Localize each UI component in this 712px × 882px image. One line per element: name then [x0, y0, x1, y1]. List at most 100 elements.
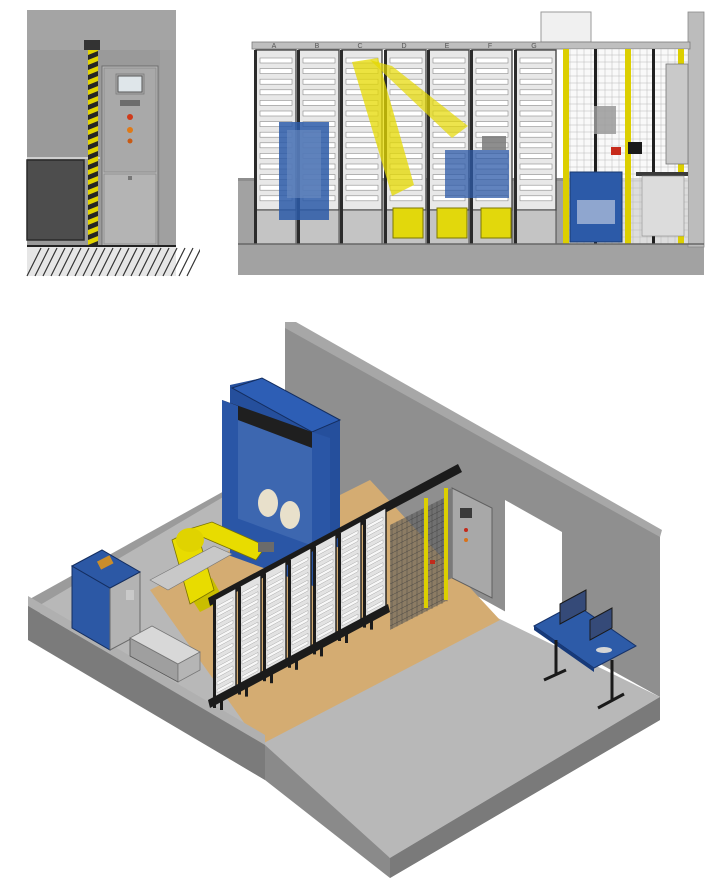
iso-fence-wire — [389, 560, 449, 591]
rack-drawer — [302, 78, 336, 85]
hatch-line — [170, 247, 186, 277]
iso-rack-drawer — [241, 652, 259, 665]
hazard-post — [88, 48, 98, 246]
rack-drawer — [519, 195, 553, 202]
rack-drawer — [302, 89, 336, 96]
top-rail — [251, 41, 691, 50]
floor-slab-right — [390, 697, 660, 878]
hazard-stripe — [88, 216, 98, 225]
hazard-stripe — [88, 186, 98, 195]
hazard-stripe — [88, 156, 98, 165]
rack-column — [514, 49, 557, 245]
iso-rack-upright — [213, 600, 216, 708]
hatch-line — [162, 247, 178, 277]
iso-rack-drawer — [216, 604, 234, 618]
black-box — [628, 142, 642, 154]
rack-drawer — [475, 100, 509, 106]
rack-drawer — [519, 184, 553, 191]
rack-upright — [340, 50, 343, 244]
rack-drawer — [519, 153, 553, 159]
rack-drawer — [259, 57, 293, 64]
iso-rack-drawer — [266, 570, 284, 583]
rack-column-label: A — [272, 43, 277, 50]
press-frame-column-left — [222, 400, 238, 540]
iso-rack-drawer — [266, 600, 284, 614]
hatch-line — [154, 247, 170, 277]
rack-drawer — [519, 100, 553, 106]
hazard-stripe — [88, 226, 98, 235]
iso-rack-upright — [238, 586, 241, 695]
amber-button — [127, 138, 133, 144]
iso-rack-drawer — [366, 554, 384, 568]
cell-cabinet-window — [577, 200, 615, 224]
rack-drawer — [475, 121, 509, 127]
iso-rack-drawer — [241, 629, 259, 642]
iso-fence-wire — [389, 596, 449, 627]
robot-arm-upper — [370, 60, 468, 138]
iso-rack-drawer — [316, 558, 334, 572]
hatch-line — [106, 247, 122, 277]
iso-rack-drawer — [316, 566, 334, 579]
iso-rack-drawer — [316, 543, 334, 556]
iso-rack-upright — [313, 546, 316, 655]
iso-rack-drawer — [241, 591, 259, 604]
rack-column-label: G — [531, 43, 536, 50]
iso-rack-drawer — [241, 598, 259, 612]
iso-rack-drawer — [341, 590, 359, 604]
hatch-line — [74, 247, 90, 277]
rack-drawer — [302, 68, 336, 74]
side-monitor — [665, 63, 689, 165]
iso-rack-drawer — [366, 539, 384, 552]
floor-hatch — [26, 247, 200, 277]
chiller-side — [177, 651, 201, 683]
iso-rack-drawer — [266, 638, 284, 652]
rack-drawer — [345, 174, 379, 180]
hazard-stripe — [88, 166, 98, 175]
hazard-stripe — [88, 136, 98, 145]
iso-fence-wire — [389, 566, 449, 597]
side-elevation-view — [26, 10, 200, 277]
iso-rack-drawer — [216, 642, 234, 656]
rack-drawer — [519, 131, 553, 138]
elevation-wall-right — [160, 50, 176, 246]
iso-rack-drawer — [216, 635, 234, 648]
hazard-stripe — [88, 176, 98, 185]
iso-rack-drawer — [366, 516, 384, 530]
blue-cabinet-hmi — [126, 590, 134, 600]
iso-rack-drawer — [216, 657, 234, 671]
button-strip — [120, 100, 140, 106]
yellow-bin-3 — [480, 207, 512, 239]
hazard-stripe — [88, 146, 98, 155]
monitor-left — [559, 589, 587, 625]
iso-rack-foot — [295, 655, 298, 670]
hatch-line — [26, 247, 42, 277]
grey-equipment — [594, 106, 616, 134]
iso-rack-drawer — [341, 575, 359, 589]
desk-edge — [534, 626, 594, 672]
iso-rack-drawer — [241, 659, 259, 673]
rack-drawer — [259, 110, 293, 117]
iso-rack-drawer — [291, 632, 309, 646]
rack-drawer — [475, 57, 509, 64]
iso-fence-wire — [389, 518, 449, 549]
wall-cabinet-screen — [460, 508, 472, 518]
black-post-1 — [594, 49, 597, 244]
iso-rack-drawer — [366, 547, 384, 560]
hatch-line — [50, 247, 66, 277]
iso-rack-drawer — [291, 640, 309, 653]
rack-drawer — [519, 110, 553, 117]
rack-drawer — [432, 57, 466, 64]
hatch-line — [58, 247, 74, 277]
back-right-wall-top — [285, 322, 662, 537]
rack-upright — [514, 50, 517, 244]
iso-fence-wire — [389, 530, 449, 561]
iso-rack-column — [263, 560, 287, 684]
elevation-dark-panel — [26, 159, 85, 241]
rack-drawer — [475, 68, 509, 74]
hazard-stripe — [88, 86, 98, 95]
iso-fence-wire — [389, 548, 449, 579]
yellow-bin-2 — [436, 207, 468, 239]
rack-drawer — [475, 110, 509, 117]
rack-upright — [254, 50, 257, 244]
